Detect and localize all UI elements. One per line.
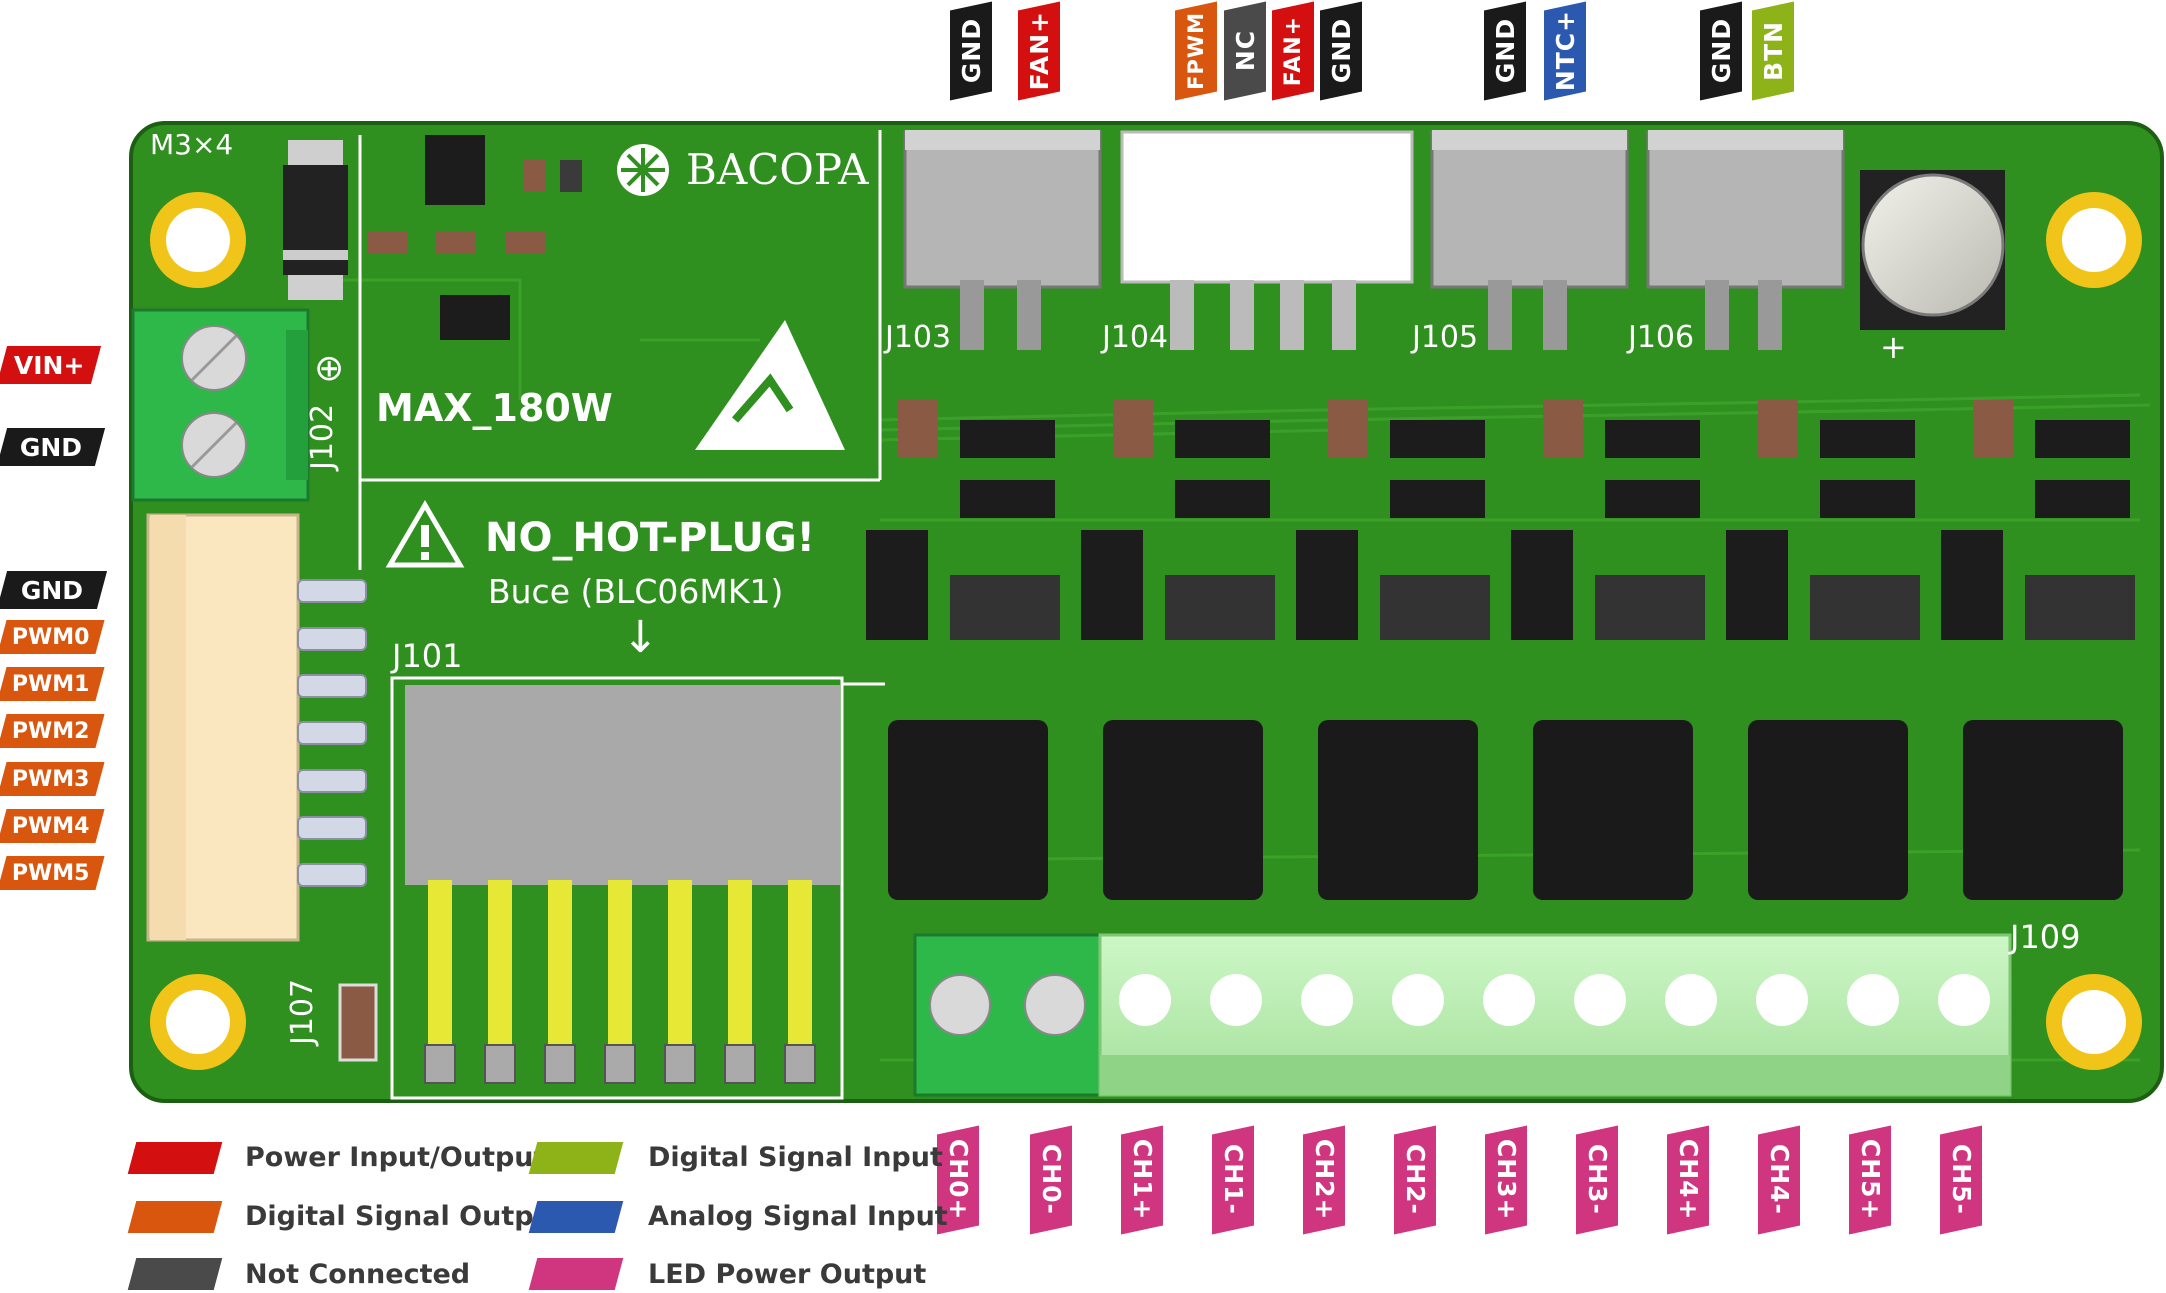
j107-label: J107: [285, 978, 320, 1045]
j105-label: J105: [1412, 320, 1479, 355]
top-connectors: [903, 130, 1845, 350]
driver-channels: [866, 400, 2135, 900]
legend-swatch-digital-input: [528, 1142, 624, 1174]
j109-label: J109: [2010, 918, 2081, 956]
legend-swatch-analog-input: [528, 1201, 624, 1233]
mount-hole-label: M3×4: [150, 128, 234, 161]
pin-tag-pwm3: PWM3: [0, 762, 105, 796]
pin-tag-j104-fan-plus: FAN+: [1272, 1, 1314, 101]
j104-label: J104: [1102, 320, 1169, 355]
pin-tag-j105-ntc-plus: NTC+: [1544, 1, 1586, 101]
pin-tag-j103-fan-plus: FAN+: [1018, 1, 1060, 101]
pin-tag-ch2-plus: CH2+: [1303, 1125, 1345, 1235]
buck-label: Buce (BLC06MK1): [488, 572, 784, 611]
pin-tag-ch5-minus: CH5-: [1940, 1125, 1982, 1235]
pin-tag-ch1-minus: CH1-: [1212, 1125, 1254, 1235]
pin-tag-ch1-plus: CH1+: [1121, 1125, 1163, 1235]
mounting-holes: [150, 192, 2142, 1070]
legend-label-digital-output: Digital Signal Output: [245, 1201, 566, 1232]
j106-label: J106: [1628, 320, 1695, 355]
legend-label-led-output: LED Power Output: [648, 1259, 927, 1290]
pin-tag-ch0-minus: CH0-: [1030, 1125, 1072, 1235]
pin-tag-j105-gnd: GND: [1484, 1, 1526, 101]
down-arrow: ↓: [622, 612, 659, 663]
hot-plug-warning: NO_HOT-PLUG!: [485, 515, 815, 561]
legend-swatch-digital-output: [127, 1201, 223, 1233]
pin-tag-pwm5: PWM5: [0, 856, 105, 890]
pin-tag-pwm2: PWM2: [0, 714, 105, 748]
legend-swatch-led-output: [528, 1258, 624, 1290]
j101-buck-module: [405, 685, 840, 885]
pin-tag-j103-gnd: GND: [950, 1, 992, 101]
pin-tag-ch5-plus: CH5+: [1849, 1125, 1891, 1235]
capacitor: [1861, 173, 2005, 317]
legend-label-digital-input: Digital Signal Input: [648, 1142, 943, 1173]
pin-tag-pwm1: PWM1: [0, 667, 105, 701]
j102-label: J102: [305, 403, 340, 470]
pin-tag-pwm0: PWM0: [0, 620, 105, 654]
pin-tag-vin-plus: VIN+: [0, 346, 102, 384]
pin-tag-j106-gnd: GND: [1700, 1, 1742, 101]
legend-label-not-connected: Not Connected: [245, 1259, 471, 1290]
pin-tag-gnd-signal: GND: [0, 571, 108, 609]
j109-terminal-block: [913, 933, 2012, 1097]
pin-tag-ch3-minus: CH3-: [1576, 1125, 1618, 1235]
pin-tag-pwm4: PWM4: [0, 809, 105, 843]
bacopa-logo-icon: [617, 144, 669, 196]
max-power-label: MAX_180W: [376, 386, 613, 430]
pin-tag-gnd-power: GND: [0, 428, 106, 466]
brand-label: BACOPA: [686, 145, 869, 194]
pin-tag-ch3-plus: CH3+: [1485, 1125, 1527, 1235]
plus-sign: ⊕: [314, 348, 345, 389]
pin-tag-j104-nc: NC: [1224, 1, 1266, 101]
legend-swatch-power: [127, 1142, 223, 1174]
legend-swatch-not-connected: [127, 1258, 223, 1290]
pin-tag-j104-fpwm: FPWM: [1175, 1, 1217, 101]
pin-tag-ch4-plus: CH4+: [1667, 1125, 1709, 1235]
pin-tag-j104-gnd: GND: [1320, 1, 1362, 101]
pin-tag-ch4-minus: CH4-: [1758, 1125, 1800, 1235]
capacitor-plus: +: [1880, 328, 1907, 366]
j101-label: J101: [392, 637, 463, 675]
legend-label-power: Power Input/Output: [245, 1142, 547, 1173]
pin-tag-ch2-minus: CH2-: [1394, 1125, 1436, 1235]
pin-tag-j106-btn: BTN: [1752, 1, 1794, 101]
j103-label: J103: [885, 320, 952, 355]
legend-label-analog-input: Analog Signal Input: [648, 1201, 948, 1232]
